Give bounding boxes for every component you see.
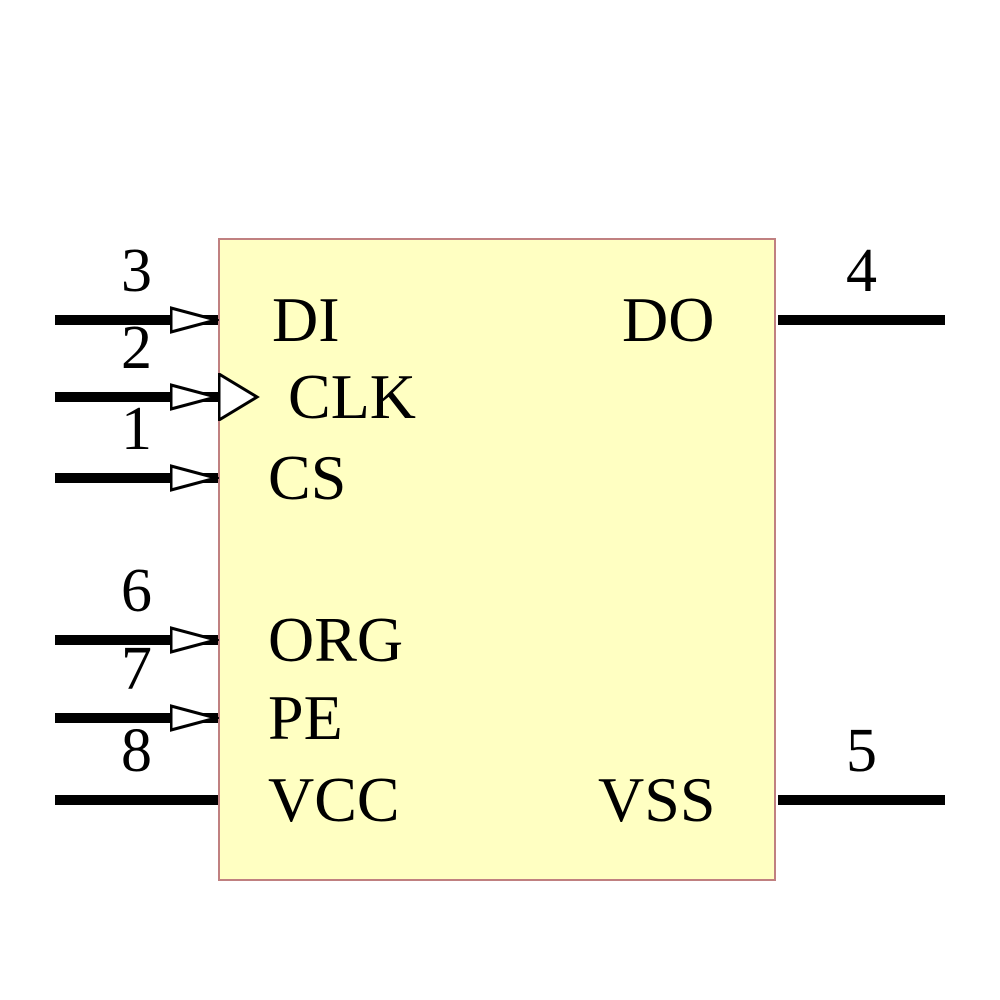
pin-6-wire[interactable] — [55, 635, 218, 645]
pin-1-wire[interactable] — [55, 473, 218, 483]
pin-6-number: 6 — [121, 557, 152, 625]
pin-2-input-arrow-icon — [170, 383, 219, 411]
pin-label-vss: VSS — [598, 764, 716, 835]
pin-label-org: ORG — [268, 604, 404, 675]
pin-7-wire[interactable] — [55, 713, 218, 723]
pin-1-input-arrow-icon — [170, 464, 219, 492]
pin-5-number: 5 — [846, 717, 877, 785]
pin-2-number: 2 — [121, 314, 152, 382]
pin-8-number: 8 — [121, 717, 152, 785]
pin-4-number: 4 — [846, 237, 877, 305]
pin-3-input-arrow-icon — [170, 306, 219, 334]
pin-label-do: DO — [622, 284, 715, 355]
pin-5-wire[interactable] — [778, 795, 945, 805]
pin-3-number: 3 — [121, 237, 152, 305]
pin-label-cs: CS — [268, 442, 347, 513]
pin-4-wire[interactable] — [778, 315, 945, 325]
pin-label-vcc: VCC — [268, 764, 400, 835]
pin-label-clk: CLK — [288, 361, 416, 432]
pin-label-pe: PE — [268, 682, 343, 753]
ic-body[interactable] — [218, 238, 776, 881]
pin-7-input-arrow-icon — [170, 704, 219, 732]
pin-6-input-arrow-icon — [170, 626, 219, 654]
pin-8-wire[interactable] — [55, 795, 218, 805]
pin-1-number: 1 — [121, 395, 152, 463]
pin-label-di: DI — [272, 284, 340, 355]
pin-7-number: 7 — [121, 635, 152, 703]
pin-2-wire[interactable] — [55, 392, 218, 402]
pin-3-wire[interactable] — [55, 315, 218, 325]
clock-edge-icon — [218, 373, 260, 421]
